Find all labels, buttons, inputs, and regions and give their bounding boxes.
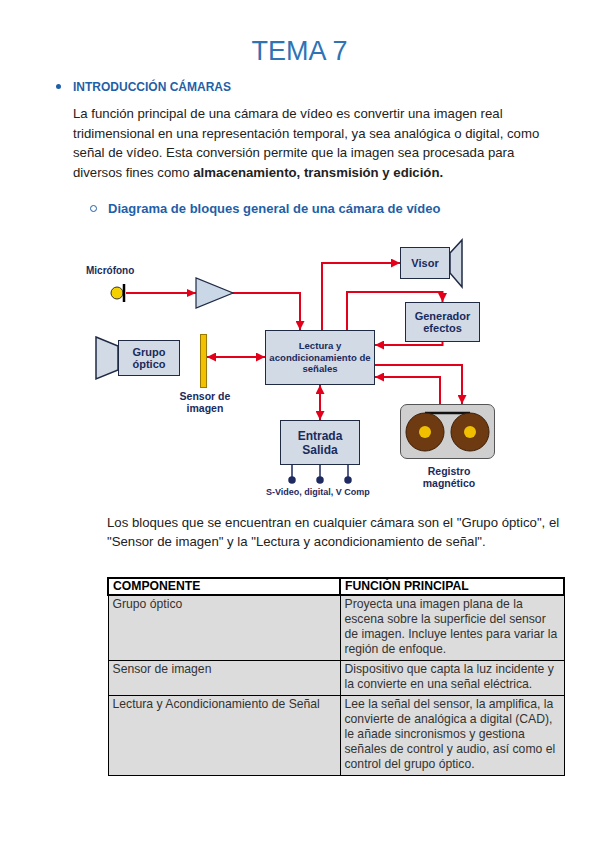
lens-barrel <box>96 337 118 379</box>
signal-arrow <box>322 263 400 330</box>
table-row: Lectura y Acondicionamiento de Señal Lee … <box>108 696 564 776</box>
signal-arrow <box>375 342 443 345</box>
table-cell: Proyecta una imagen plana de la escena s… <box>340 595 564 661</box>
node-label: Visor <box>411 257 438 269</box>
table-cell-text: Grupo óptico <box>113 597 183 611</box>
table-cell: Dispositivo que capta la luz incidente y… <box>340 661 564 696</box>
signal-arrow <box>207 356 265 358</box>
image-sensor: Sensor de imagen <box>200 334 207 388</box>
tape-reels <box>406 413 489 451</box>
table-header-cell: COMPONENTE <box>108 578 340 595</box>
signal-arrow <box>375 377 440 404</box>
node-label: Registro magnético <box>415 465 483 489</box>
table-cell-text: Lee la señal del sensor, la amplifica, l… <box>345 697 556 771</box>
table-cell-text: Sensor de imagen <box>113 662 212 676</box>
process-box: Grupo óptico <box>118 340 180 376</box>
bullet <box>90 205 97 212</box>
table-row: COMPONENTE FUNCIÓN PRINCIPAL <box>108 578 564 595</box>
process-box: Generador efectos <box>405 302 480 342</box>
table-header-cell: FUNCIÓN PRINCIPAL <box>340 578 564 595</box>
amplifier-symbol <box>187 278 233 308</box>
signal-arrow <box>319 385 321 420</box>
process-box: Visor <box>400 247 450 279</box>
section-heading: INTRODUCCIÓN CÁMARAS <box>73 80 231 94</box>
signal-arrow <box>347 292 443 330</box>
node-label: Lectura y acondicionamiento de señales <box>269 340 371 375</box>
table-cell-text: COMPONENTE <box>113 579 200 593</box>
node-label: Grupo óptico <box>121 346 177 370</box>
paragraph: Los bloques que se encuentran en cualqui… <box>107 514 565 551</box>
bold-text: almacenamiento, transmisión y edición. <box>193 165 443 180</box>
table-cell: Lee la señal del sensor, la amplifica, l… <box>340 696 564 776</box>
table-cell: Lectura y Acondicionamiento de Señal <box>108 696 340 776</box>
table-cell-text: Dispositivo que capta la luz incidente y… <box>345 662 554 691</box>
table-cell-text: Proyecta una imagen plana de la escena s… <box>345 597 558 656</box>
signal-arrow <box>375 365 462 404</box>
viewfinder-horn <box>450 240 462 287</box>
process-box: Lectura y acondicionamiento de señales <box>265 330 375 385</box>
node-label: Entrada Salida <box>295 429 345 457</box>
process-box: Entrada Salida <box>280 420 360 465</box>
component-table: COMPONENTE FUNCIÓN PRINCIPAL Grupo óptico P… <box>107 577 565 776</box>
table-row: Grupo óptico Proyecta una imagen plana de… <box>108 595 564 661</box>
table-cell-text: FUNCIÓN PRINCIPAL <box>345 579 469 593</box>
node-label: Sensor de imagen <box>170 390 240 414</box>
microphone: Micrófono <box>110 285 126 301</box>
node-label: Generador efectos <box>408 310 477 334</box>
node-label: Micrófono <box>86 265 134 277</box>
table-cell: Sensor de imagen <box>108 661 340 696</box>
tape-recorder: Registro magnético <box>400 404 495 459</box>
table-cell-text: Lectura y Acondicionamiento de Señal <box>113 697 320 711</box>
bullet <box>56 84 61 89</box>
signal-arrow <box>126 293 300 330</box>
page-title: TEMA 7 <box>0 36 599 67</box>
connector-pins <box>289 465 351 483</box>
paragraph: La función principal de una cámara de ví… <box>73 104 565 182</box>
microphone-symbol <box>111 284 124 302</box>
subsection-heading: Diagrama de bloques general de una cámar… <box>108 201 440 216</box>
table-cell: Grupo óptico <box>108 595 340 661</box>
signal-names: S-Video, digital, V Comp <box>266 487 370 497</box>
table-row: Sensor de imagen Dispositivo que capta la… <box>108 661 564 696</box>
